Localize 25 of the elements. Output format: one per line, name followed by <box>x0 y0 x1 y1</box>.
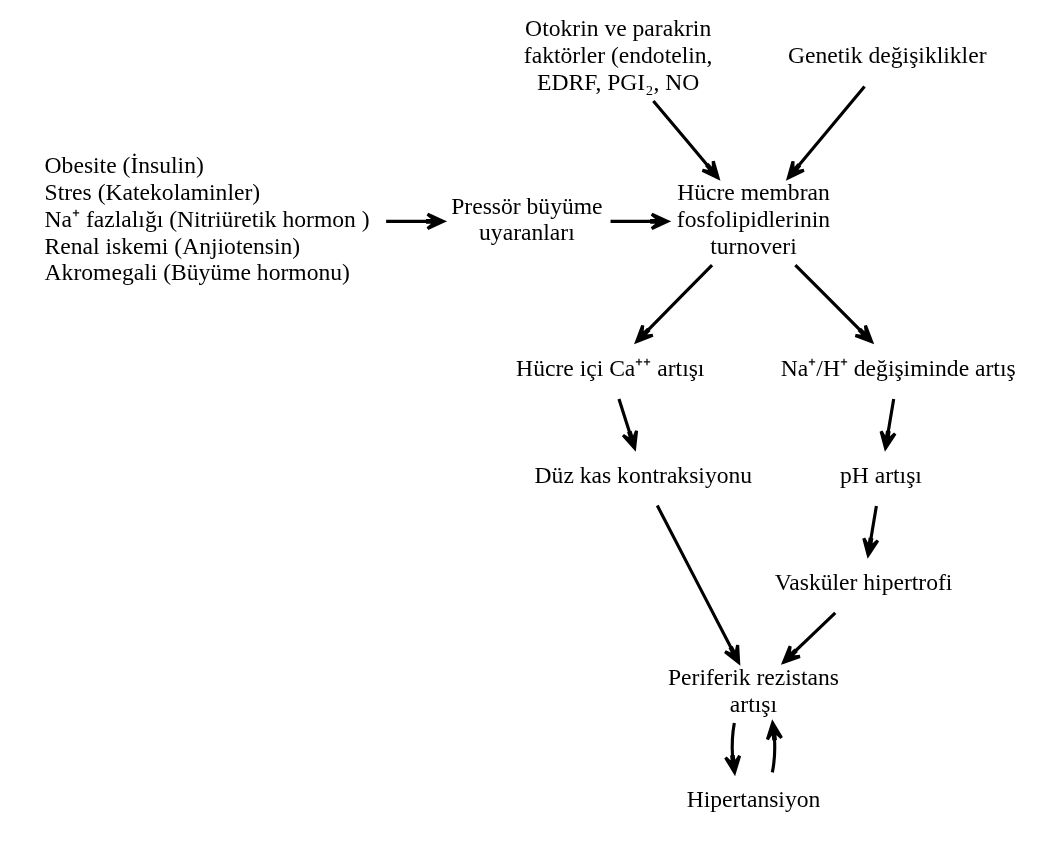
arrow <box>724 722 742 774</box>
node-text: Hücre içi Ca⁺⁺ artışı <box>516 354 705 381</box>
node-text: Pressör büyüme uyaranları <box>451 192 603 246</box>
arrow <box>655 504 741 664</box>
arrow <box>610 212 670 231</box>
arrow <box>786 85 866 180</box>
node-text: Obesite (İnsulin) Stres (Katekolaminler) Na⁺ fazlalığı (Nitriüretik hormon ) Renal iskemi (Anjiotensin) Akromegali (Büyüme hormonu) <box>44 152 370 286</box>
arrow <box>635 263 714 344</box>
arrow <box>386 212 445 231</box>
arrow <box>862 505 880 557</box>
node-text: Vasküler hipertrofi <box>774 568 953 595</box>
node-text: pH artışı <box>839 461 922 488</box>
arrow <box>765 721 784 773</box>
arrow <box>782 611 837 664</box>
arrow <box>879 398 897 450</box>
node-text: Genetik değişiklikler <box>787 42 987 69</box>
arrow <box>794 263 874 344</box>
node-text: Hipertansiyon <box>686 785 821 812</box>
arrow <box>617 398 639 450</box>
node-text: Hücre membran fosfolipidlerinin turnoveri <box>676 179 831 259</box>
node-text: Periferik rezistans artışı <box>667 663 839 717</box>
arrow <box>652 100 720 180</box>
node-text: Otokrin ve parakrin faktörler (endotelin, EDRF, PGI₂, NO <box>523 15 713 95</box>
node-text: Düz kas kontraksiyonu <box>534 461 753 488</box>
node-text: Na⁺/H⁺ değişiminde artış <box>780 354 1016 381</box>
